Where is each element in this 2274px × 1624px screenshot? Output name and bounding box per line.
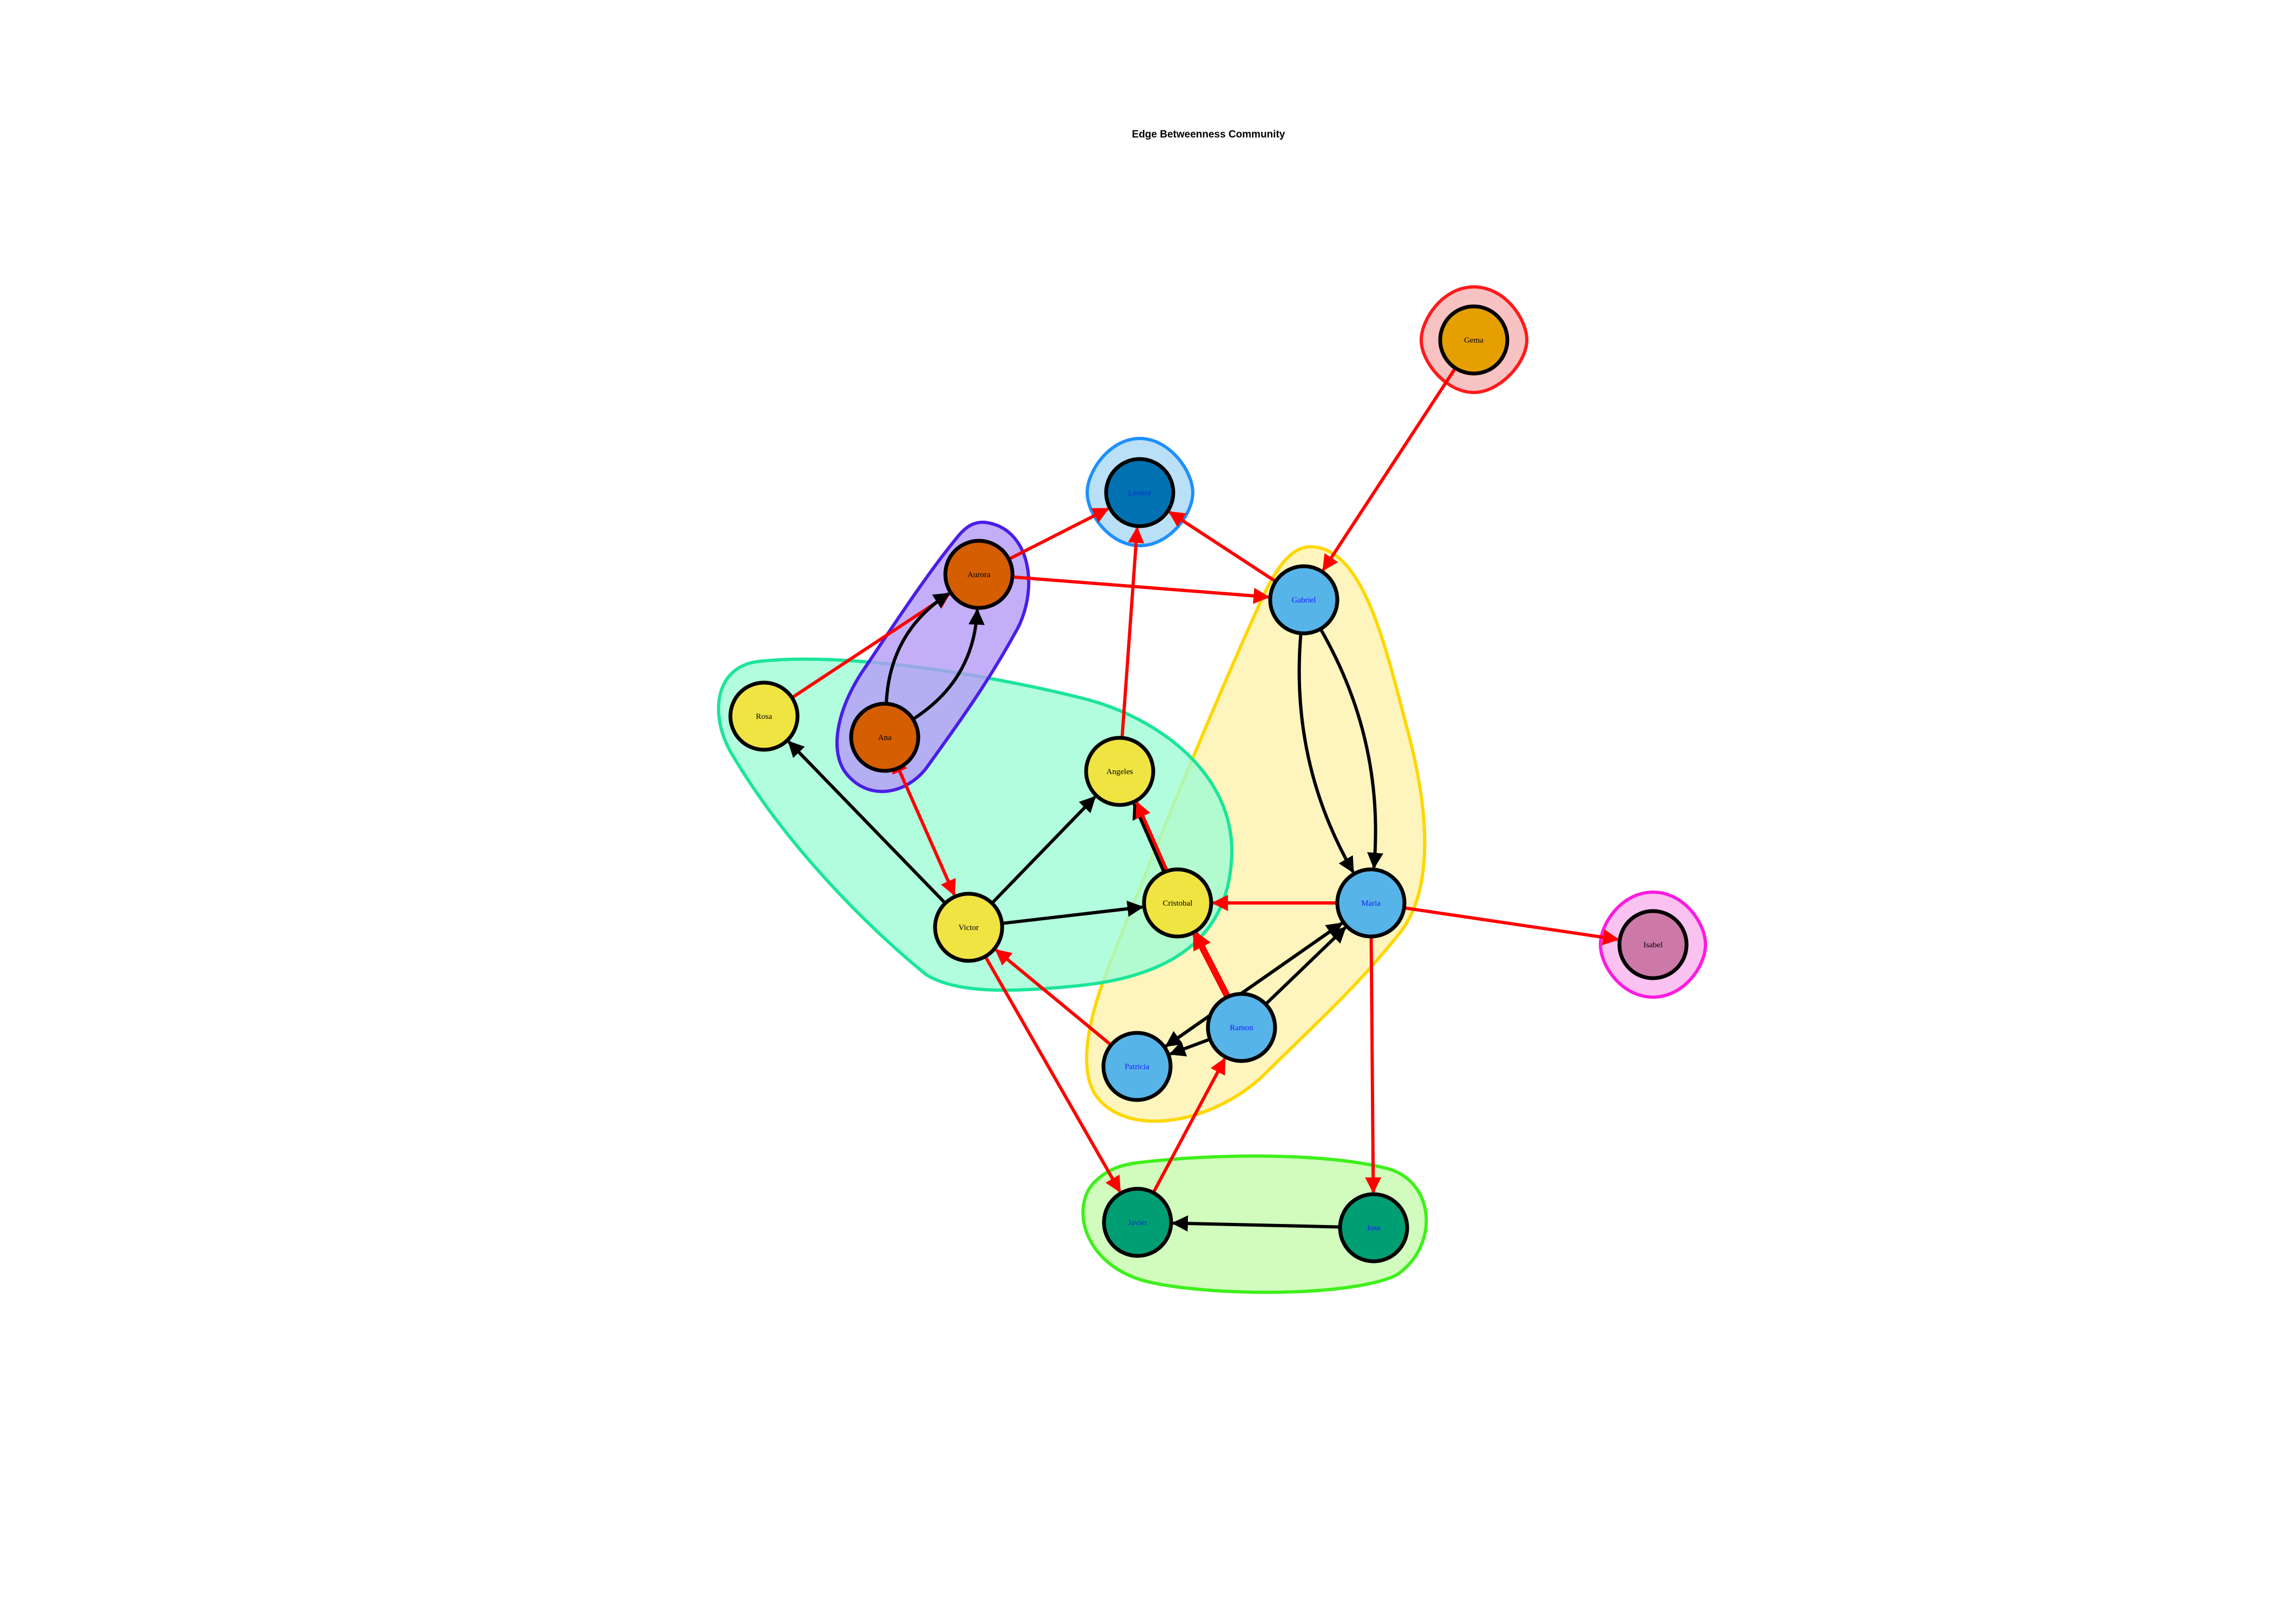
- node-rosa[interactable]: Rosa: [728, 680, 800, 752]
- node-circle-patricia[interactable]: [1101, 1031, 1173, 1102]
- node-circle-jose[interactable]: [1338, 1192, 1409, 1263]
- node-label-maria: Maria: [1361, 899, 1381, 908]
- node-ramon[interactable]: Ramon: [1206, 992, 1277, 1063]
- edge-victor-to-rosa: [787, 741, 947, 905]
- edge-jose-to-javier: [1171, 1215, 1341, 1232]
- node-javier[interactable]: Javier: [1102, 1187, 1173, 1258]
- node-gema[interactable]: Gema: [1438, 304, 1510, 376]
- node-label-angeles: Angeles: [1106, 768, 1133, 776]
- edge-victor-to-cristobal: [1002, 900, 1144, 925]
- node-jose[interactable]: Jose: [1338, 1192, 1409, 1263]
- node-circle-cristobal[interactable]: [1142, 867, 1213, 939]
- node-circle-victor[interactable]: [933, 892, 1004, 963]
- node-label-aurora: Aurora: [968, 571, 991, 579]
- node-angeles[interactable]: Angeles: [1084, 736, 1155, 807]
- node-circle-leonor[interactable]: [1104, 457, 1175, 528]
- node-label-isabel: Isabel: [1643, 941, 1663, 949]
- edge-ramon-to-cristobal: [1195, 932, 1231, 997]
- edge-ana-to-aurora: [912, 608, 985, 721]
- node-circle-gema[interactable]: [1438, 304, 1510, 376]
- node-label-leonor: Leonor: [1128, 489, 1151, 497]
- edge-javier-to-ramon: [1152, 1057, 1226, 1194]
- edge-aurora-to-leonor: [1008, 507, 1109, 561]
- node-label-jose: Jose: [1367, 1224, 1381, 1233]
- node-patricia[interactable]: Patricia: [1101, 1031, 1173, 1102]
- edge-gabriel-to-leonor: [1168, 510, 1277, 583]
- node-label-javier: Javier: [1128, 1219, 1147, 1227]
- node-circle-rosa[interactable]: [728, 680, 800, 752]
- edge-gabriel-to-maria: [1319, 628, 1383, 869]
- node-isabel[interactable]: Isabel: [1617, 909, 1689, 980]
- edge-rosa-to-aurora: [791, 592, 951, 699]
- edge-victor-to-angeles: [990, 796, 1096, 905]
- node-ana[interactable]: Ana: [849, 702, 920, 773]
- edge-ramon-to-patricia: [1169, 1037, 1211, 1057]
- node-label-patricia: Patricia: [1125, 1063, 1149, 1071]
- edge-ana-to-victor: [892, 756, 956, 896]
- edges: [787, 367, 1619, 1232]
- node-circle-isabel[interactable]: [1617, 909, 1689, 980]
- edge-aurora-to-gabriel: [1012, 575, 1270, 604]
- node-label-gema: Gema: [1464, 336, 1484, 345]
- node-circle-angeles[interactable]: [1084, 736, 1155, 807]
- node-label-rosa: Rosa: [756, 712, 772, 721]
- node-label-ramon: Ramon: [1230, 1024, 1253, 1032]
- edge-patricia-to-maria: [1164, 922, 1343, 1049]
- node-label-gabriel: Gabriel: [1292, 596, 1316, 605]
- node-maria[interactable]: Maria: [1335, 867, 1407, 939]
- nodes: GemaLeonorAuroraGabrielRosaAnaAngelesMar…: [728, 304, 1689, 1263]
- edge-maria-to-isabel: [1403, 906, 1619, 946]
- node-circle-gabriel[interactable]: [1268, 564, 1339, 636]
- node-label-cristobal: Cristobal: [1163, 899, 1193, 908]
- node-aurora[interactable]: Aurora: [943, 539, 1015, 610]
- edge-victor-to-javier: [984, 955, 1121, 1193]
- node-circle-ana[interactable]: [849, 702, 920, 773]
- edge-ramon-to-maria: [1264, 926, 1347, 1006]
- node-label-victor: Victor: [958, 924, 978, 932]
- edge-maria-to-jose: [1365, 936, 1382, 1194]
- node-circle-javier[interactable]: [1102, 1187, 1173, 1258]
- edge-gabriel-to-maria: [1297, 633, 1355, 874]
- edge-cristobal-to-angeles: [1135, 801, 1169, 872]
- edge-angeles-to-leonor: [1120, 526, 1145, 738]
- edge-patricia-to-victor: [995, 948, 1113, 1046]
- chart-title: Edge Betweenness Community: [1132, 129, 1285, 140]
- edge-gema-to-gabriel: [1322, 367, 1457, 572]
- node-gabriel[interactable]: Gabriel: [1268, 564, 1339, 636]
- edge-ana-to-aurora: [884, 592, 950, 704]
- node-circle-ramon[interactable]: [1206, 992, 1277, 1063]
- node-label-ana: Ana: [878, 734, 892, 742]
- node-circle-maria[interactable]: [1335, 867, 1407, 939]
- node-circle-aurora[interactable]: [943, 539, 1015, 610]
- node-victor[interactable]: Victor: [933, 892, 1004, 963]
- node-cristobal[interactable]: Cristobal: [1142, 867, 1213, 939]
- community-hulls: [717, 285, 1708, 1294]
- node-leonor[interactable]: Leonor: [1104, 457, 1175, 528]
